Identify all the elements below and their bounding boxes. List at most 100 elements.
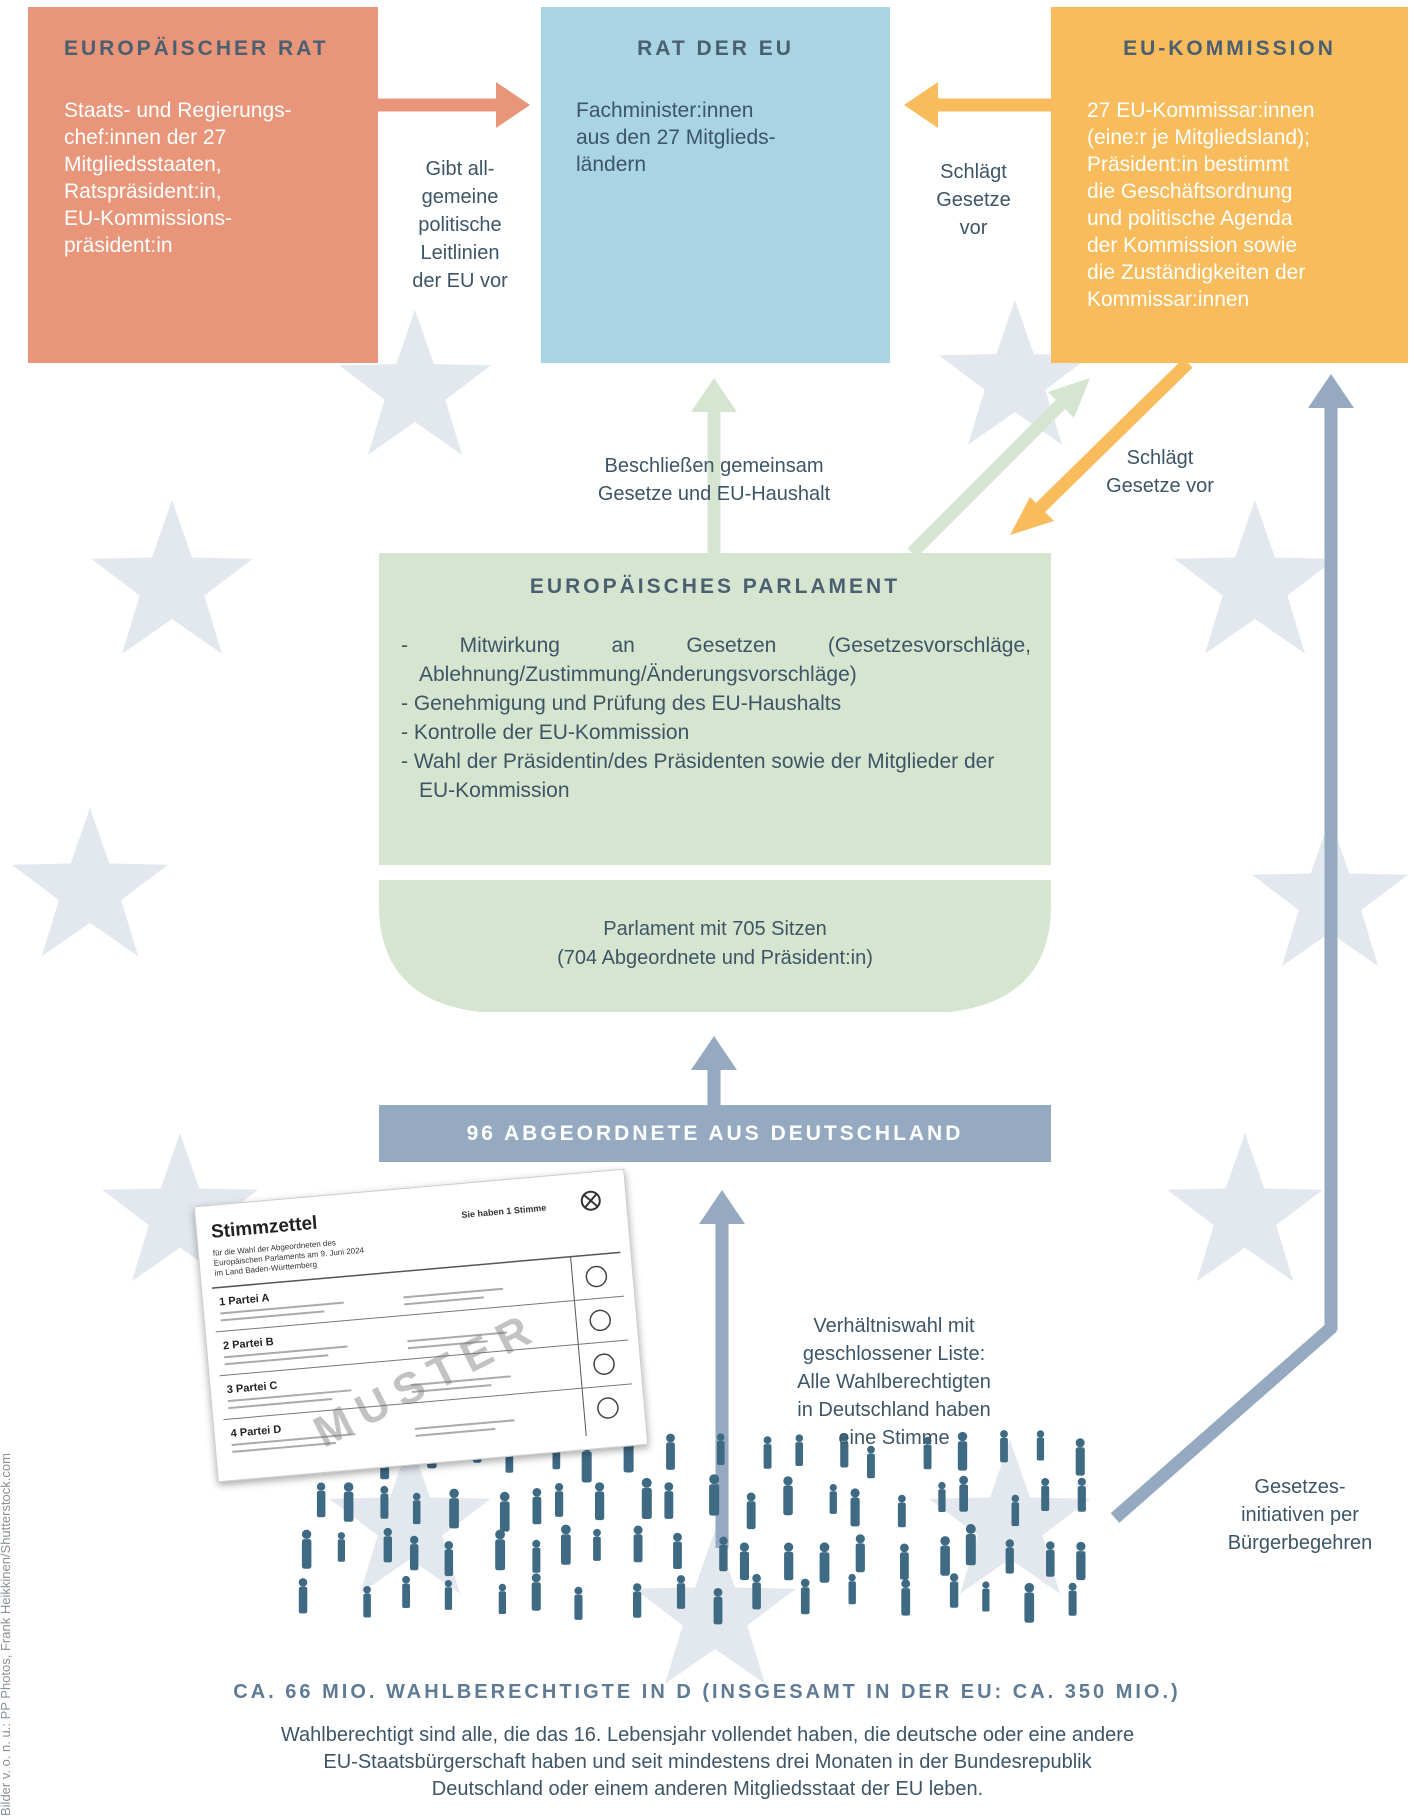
ballot-checkbox-icon (589, 1309, 611, 1332)
guidelines-label: Gibt all- gemeine politische Leitlinien … (380, 155, 540, 295)
person-icon (383, 1527, 392, 1563)
person-icon (1076, 1541, 1086, 1581)
person-icon (938, 1481, 946, 1512)
european-parliament-title: EUROPÄISCHES PARLAMENT (529, 575, 901, 598)
person-icon (499, 1491, 510, 1532)
person-icon (850, 1488, 860, 1527)
star-icon (102, 1133, 258, 1282)
ballot-checkbox-icon (593, 1353, 615, 1375)
commission-line: und politische Agenda (1087, 207, 1293, 230)
person-icon (380, 1485, 389, 1519)
person-icon (784, 1542, 794, 1581)
european-council-line: chef:innen der 27 (64, 126, 227, 149)
council-of-eu-line: Fachminister:innen (576, 99, 754, 122)
person-icon (923, 1436, 932, 1470)
arrowhead-council-to-rat (496, 82, 530, 128)
flow-arrows (378, 82, 1354, 1548)
star-icon (938, 300, 1092, 445)
star-icon (1167, 1133, 1323, 1282)
arrowhead-citizens-to-germany (699, 1190, 745, 1224)
label-line: Gesetze und EU-Haushalt (597, 483, 831, 505)
person-icon (848, 1573, 856, 1605)
ballot-party-label: 1 Partei A (219, 1292, 270, 1308)
council-of-eu-body: Fachminister:innen aus den 27 Mitglieds-… (576, 97, 866, 178)
person-icon (1011, 1494, 1020, 1527)
electorate-title: CA. 66 MIO. WAHLBERECHTIGTE IN D (INSGES… (233, 1681, 1181, 1703)
person-icon (402, 1575, 410, 1608)
ballot-row: 1 Partei A (215, 1265, 625, 1333)
person-icon (795, 1434, 804, 1466)
person-icon (641, 1477, 652, 1519)
person-icon (337, 1532, 345, 1562)
european-council-box: EUROPÄISCHER RAT Staats- und Regierungs-… (28, 7, 378, 363)
parliament-hemicycle (379, 880, 1051, 1012)
person-icon (763, 1436, 772, 1469)
parliament-duty-item: - Kontrolle der EU-Kommission (401, 721, 690, 744)
ballot-divider (570, 1256, 587, 1437)
star-icon (1174, 500, 1336, 654)
european-council-line: Staats- und Regierungs- (64, 99, 292, 122)
label-line: Leitlinien (420, 242, 500, 264)
arrow-parliament-to-commission (907, 395, 1070, 558)
ballot-cross-circle-icon (580, 1190, 601, 1211)
citizen-initiative-label: Gesetzes- initiativen per Bürgerbegehren (1190, 1473, 1410, 1557)
arrow-commission-to-parliament (1035, 358, 1193, 513)
label-line: Verhältniswahl mit (813, 1315, 975, 1337)
commission-line: (eine:r je Mitgliedsland); (1087, 126, 1310, 149)
person-icon (840, 1433, 849, 1468)
label-line: geschlossener Liste: (802, 1343, 986, 1365)
person-icon (301, 1529, 312, 1569)
person-icon (709, 1474, 720, 1516)
label-line: Schlägt (1126, 447, 1194, 469)
person-icon (410, 1535, 419, 1571)
arrowhead-parliament-to-rat (691, 378, 737, 412)
decide-jointly-label: Beschließen gemeinsam Gesetze und EU-Hau… (514, 452, 914, 508)
person-icon (1075, 1438, 1085, 1476)
person-icon (867, 1445, 875, 1479)
star-icon (91, 500, 253, 654)
european-council-body: Staats- und Regierungs- chef:innen der 2… (64, 97, 354, 259)
person-icon (633, 1525, 643, 1563)
label-line: Gesetze (936, 189, 1011, 211)
person-icon (444, 1541, 454, 1577)
person-icon (900, 1543, 909, 1580)
star-icon (338, 310, 492, 455)
commission-box: EU-KOMMISSION 27 EU-Kommissar:innen (ein… (1051, 7, 1408, 363)
electorate-note-line: EU-Staatsbürgerschaft haben und seit min… (323, 1751, 1092, 1773)
star-icon (329, 1440, 491, 1594)
person-icon (1041, 1478, 1050, 1511)
parliament-seats-text: Parlament mit 705 Sitzen (704 Abgeordnet… (379, 915, 1051, 973)
person-icon (444, 1580, 453, 1610)
person-icon (1068, 1582, 1077, 1616)
person-icon (1005, 1539, 1014, 1574)
ballot-party-label: 2 Partei B (223, 1336, 275, 1352)
person-icon (449, 1488, 459, 1529)
label-line: Gibt all- (425, 158, 495, 180)
label-line: Gesetzes- (1254, 1476, 1346, 1498)
person-icon (716, 1433, 725, 1465)
label-line: Schlägt (940, 161, 1007, 183)
person-icon (666, 1433, 675, 1470)
parliament-duty-item: - Mitwirkung an Gesetzen (Gesetzesvorsch… (401, 634, 1031, 686)
person-icon (1046, 1541, 1055, 1577)
person-icon (752, 1573, 761, 1610)
arrowhead-parliament-to-commission (1048, 378, 1090, 418)
person-icon (1024, 1582, 1035, 1623)
person-icon (676, 1575, 686, 1609)
commission-line: der Kommission sowie (1087, 234, 1298, 257)
person-icon (719, 1536, 728, 1572)
european-council-line: Ratspräsident:in, (64, 180, 222, 203)
ballot-checkbox-icon (597, 1397, 619, 1419)
arrowhead-commission-to-parliament (1010, 497, 1054, 535)
label-line: in Deutschland haben (797, 1399, 991, 1421)
person-icon (982, 1581, 990, 1612)
parliament-duty-item: - Genehmigung und Prüfung des EU-Haushal… (401, 692, 842, 715)
council-of-eu-line: ländern (576, 153, 647, 176)
person-icon (574, 1586, 583, 1620)
ballot-party-label: 4 Partei D (230, 1424, 282, 1440)
arrowhead-commission-to-rat (904, 82, 938, 128)
person-icon (363, 1586, 371, 1618)
label-line: gemeine (421, 186, 499, 208)
council-of-eu-title: RAT DER EU (637, 37, 794, 60)
person-icon (664, 1482, 674, 1519)
